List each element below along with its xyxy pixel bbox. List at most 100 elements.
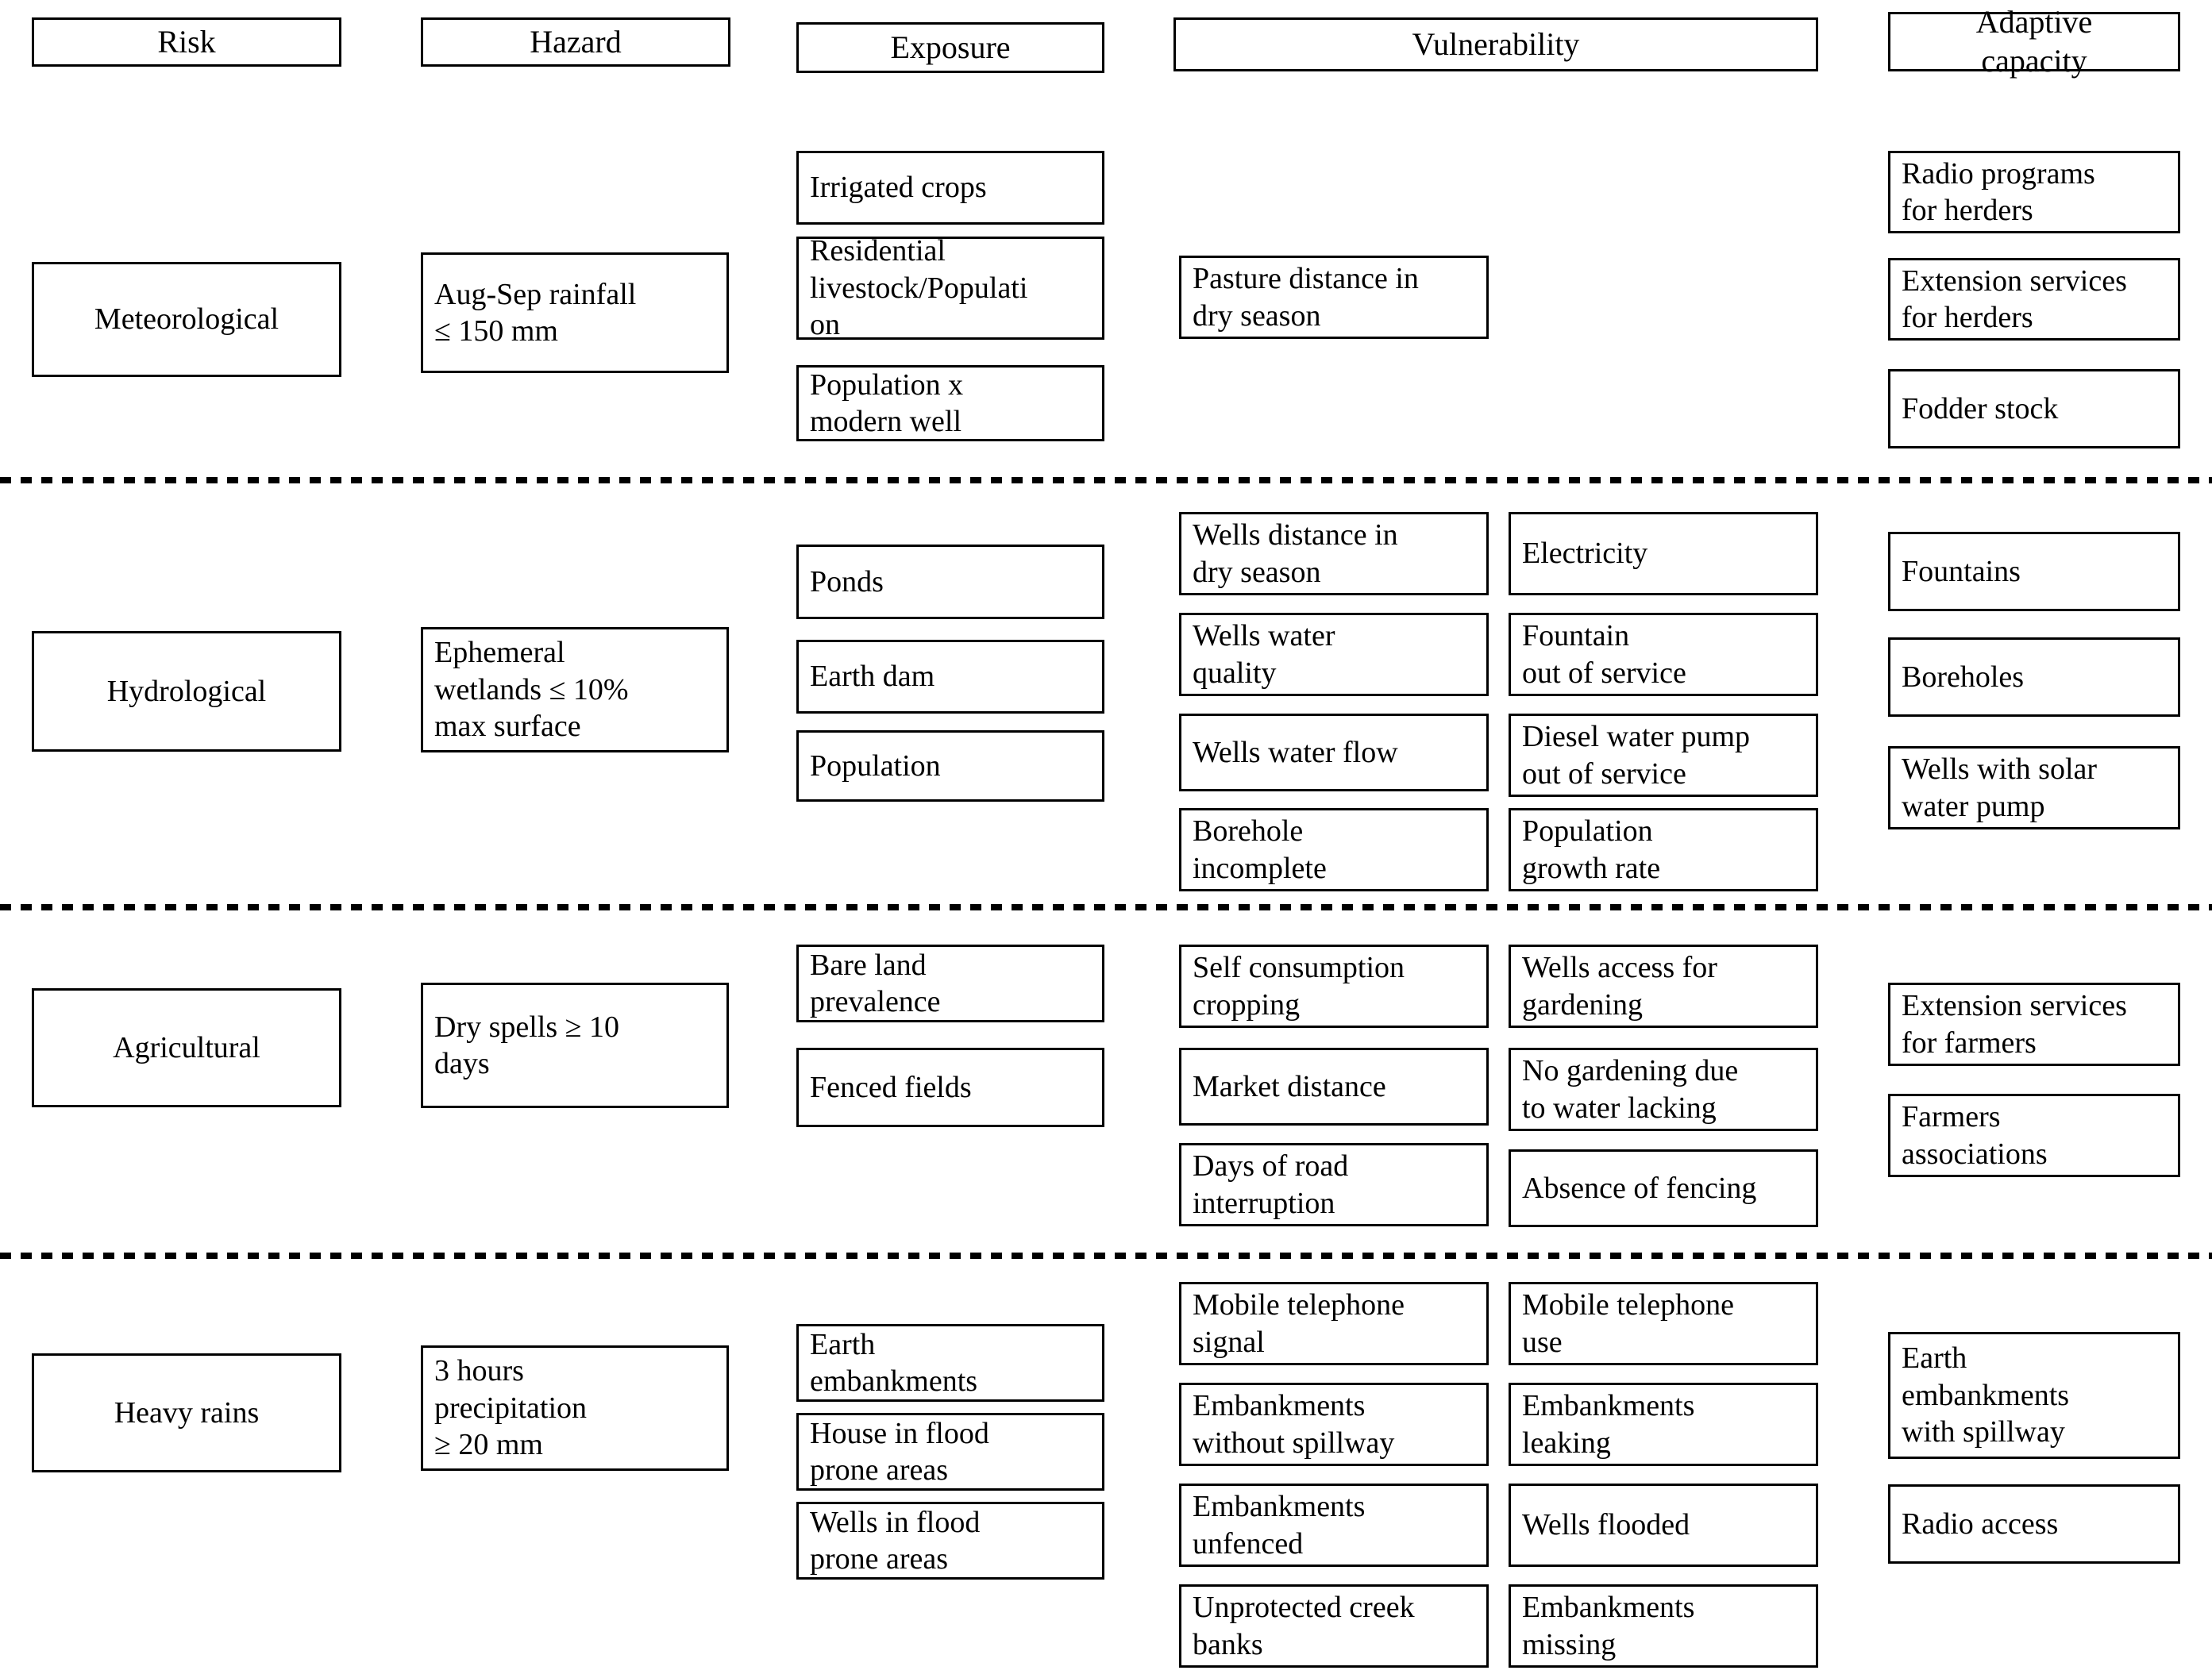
exposure-label: Wells in flood prone areas — [810, 1505, 981, 1576]
exposure-label: House in flood prone areas — [810, 1416, 989, 1487]
row-hydrological-exposure-3: Population — [796, 730, 1104, 802]
vulnerability-label: Wells distance in dry season — [1193, 518, 1398, 589]
header-exposure-label: Exposure — [890, 29, 1011, 65]
row-hydrological-vulnerability-c2-2: Fountain out of service — [1509, 613, 1818, 696]
row-hydrological-hazard: Ephemeral wetlands ≤ 10% max surface — [421, 627, 729, 752]
row-agricultural-vulnerability-c1-2: Market distance — [1179, 1048, 1489, 1126]
exposure-label: Population — [810, 749, 941, 783]
row-agricultural-adaptive-2: Farmers associations — [1888, 1094, 2180, 1177]
adaptive-capacity-label: Extension services for farmers — [1902, 989, 2127, 1060]
vulnerability-label: Embankments without spillway — [1193, 1389, 1395, 1460]
row-agricultural-hazard: Dry spells ≥ 10 days — [421, 983, 729, 1108]
risk-label: Meteorological — [94, 302, 279, 337]
vulnerability-label: Wells water quality — [1193, 619, 1335, 690]
hazard-label: 3 hours precipitation ≥ 20 mm — [434, 1354, 588, 1462]
vulnerability-label: Market distance — [1193, 1069, 1386, 1103]
exposure-label: Earth embankments — [810, 1327, 978, 1398]
vulnerability-label: Self consumption cropping — [1193, 951, 1405, 1022]
vulnerability-label: Mobile telephone use — [1522, 1288, 1734, 1359]
exposure-label: Irrigated crops — [810, 171, 987, 205]
adaptive-capacity-label: Farmers associations — [1902, 1100, 2048, 1171]
row-hydrological-exposure-2: Earth dam — [796, 640, 1104, 714]
row-agricultural-risk: Agricultural — [32, 988, 341, 1107]
header-hazard-label: Hazard — [530, 23, 622, 60]
adaptive-capacity-label: Radio access — [1902, 1507, 2059, 1541]
row-heavy-rains-vulnerability-c2-2: Embankments leaking — [1509, 1383, 1818, 1466]
row-meteorological-adaptive-2: Extension services for herders — [1888, 258, 2180, 341]
row-agricultural-vulnerability-c1-1: Self consumption cropping — [1179, 945, 1489, 1028]
row-hydrological-vulnerability-c1-4: Borehole incomplete — [1179, 808, 1489, 891]
vulnerability-label: Embankments leaking — [1522, 1389, 1695, 1460]
row-hydrological-vulnerability-c2-3: Diesel water pump out of service — [1509, 714, 1818, 797]
exposure-label: Population x modern well — [810, 368, 964, 438]
row-heavy-rains-exposure-1: Earth embankments — [796, 1324, 1104, 1402]
vulnerability-label: Pasture distance in dry season — [1193, 262, 1419, 333]
vulnerability-label: Wells water flow — [1193, 735, 1398, 769]
row-heavy-rains-vulnerability-c2-1: Mobile telephone use — [1509, 1282, 1818, 1365]
vulnerability-label: Wells access for gardening — [1522, 951, 1717, 1022]
row-hydrological-vulnerability-c2-1: Electricity — [1509, 512, 1818, 595]
adaptive-capacity-label: Fountains — [1902, 554, 2021, 588]
row-heavy-rains-risk: Heavy rains — [32, 1353, 341, 1472]
row-hydrological-adaptive-1: Fountains — [1888, 532, 2180, 611]
row-heavy-rains-vulnerability-c2-4: Embankments missing — [1509, 1584, 1818, 1668]
row-heavy-rains-hazard: 3 hours precipitation ≥ 20 mm — [421, 1345, 729, 1471]
row-separator-3 — [0, 1253, 2212, 1259]
row-heavy-rains-vulnerability-c1-2: Embankments without spillway — [1179, 1383, 1489, 1466]
vulnerability-label: Embankments missing — [1522, 1591, 1695, 1661]
row-hydrological-vulnerability-c2-4: Population growth rate — [1509, 808, 1818, 891]
row-hydrological-risk: Hydrological — [32, 631, 341, 752]
vulnerability-label: No gardening due to water lacking — [1522, 1054, 1739, 1125]
header-exposure: Exposure — [796, 22, 1104, 73]
vulnerability-label: Days of road interruption — [1193, 1149, 1349, 1220]
adaptive-capacity-label: Radio programs for herders — [1902, 156, 2095, 227]
vulnerability-label: Embankments unfenced — [1193, 1490, 1366, 1561]
adaptive-capacity-label: Boreholes — [1902, 660, 2025, 694]
row-hydrological-exposure-1: Ponds — [796, 545, 1104, 619]
row-heavy-rains-adaptive-1: Earth embankments with spillway — [1888, 1332, 2180, 1459]
row-heavy-rains-exposure-3: Wells in flood prone areas — [796, 1502, 1104, 1580]
row-meteorological-adaptive-1: Radio programs for herders — [1888, 151, 2180, 233]
row-separator-1 — [0, 477, 2212, 483]
row-agricultural-exposure-1: Bare land prevalence — [796, 945, 1104, 1022]
vulnerability-label: Population growth rate — [1522, 814, 1661, 885]
header-vulnerability-label: Vulnerability — [1412, 25, 1580, 62]
vulnerability-label: Mobile telephone signal — [1193, 1288, 1405, 1359]
row-meteorological-exposure-2: Residential livestock/Populati on — [796, 234, 1104, 341]
header-hazard: Hazard — [421, 17, 730, 67]
header-adaptive-capacity: Adaptive capacity — [1888, 4, 2180, 79]
row-agricultural-adaptive-1: Extension services for farmers — [1888, 983, 2180, 1066]
row-agricultural-vulnerability-c1-3: Days of road interruption — [1179, 1143, 1489, 1226]
row-agricultural-vulnerability-c2-1: Wells access for gardening — [1509, 945, 1818, 1028]
row-meteorological-exposure-1: Irrigated crops — [796, 151, 1104, 225]
row-hydrological-adaptive-2: Boreholes — [1888, 637, 2180, 717]
header-vulnerability: Vulnerability — [1173, 17, 1818, 71]
row-hydrological-vulnerability-c1-3: Wells water flow — [1179, 714, 1489, 791]
risk-label: Heavy rains — [114, 1395, 260, 1430]
row-hydrological-vulnerability-c1-1: Wells distance in dry season — [1179, 512, 1489, 595]
header-risk-label: Risk — [157, 23, 216, 60]
risk-label: Hydrological — [106, 674, 267, 708]
row-meteorological-exposure-3: Population x modern well — [796, 365, 1104, 441]
row-meteorological-hazard: Aug-Sep rainfall ≤ 150 mm — [421, 252, 729, 373]
adaptive-capacity-label: Extension services for herders — [1902, 264, 2127, 334]
risk-label: Agricultural — [113, 1030, 260, 1064]
row-heavy-rains-exposure-2: House in flood prone areas — [796, 1413, 1104, 1491]
row-hydrological-adaptive-3: Wells with solar water pump — [1888, 746, 2180, 829]
row-hydrological-vulnerability-c1-2: Wells water quality — [1179, 613, 1489, 696]
exposure-label: Fenced fields — [810, 1070, 972, 1104]
header-risk: Risk — [32, 17, 341, 67]
adaptive-capacity-label: Wells with solar water pump — [1902, 752, 2098, 823]
vulnerability-label: Diesel water pump out of service — [1522, 720, 1751, 791]
row-meteorological-risk: Meteorological — [32, 262, 341, 377]
exposure-label: Earth dam — [810, 660, 935, 694]
adaptive-capacity-label: Fodder stock — [1902, 391, 2059, 425]
exposure-label: Ponds — [810, 564, 884, 598]
row-meteorological-adaptive-3: Fodder stock — [1888, 369, 2180, 448]
vulnerability-label: Unprotected creek banks — [1193, 1591, 1415, 1661]
row-heavy-rains-vulnerability-c1-4: Unprotected creek banks — [1179, 1584, 1489, 1668]
header-adaptive-capacity-label: Adaptive capacity — [1975, 3, 2093, 79]
vulnerability-label: Absence of fencing — [1522, 1171, 1757, 1205]
exposure-label: Bare land prevalence — [810, 948, 941, 1018]
